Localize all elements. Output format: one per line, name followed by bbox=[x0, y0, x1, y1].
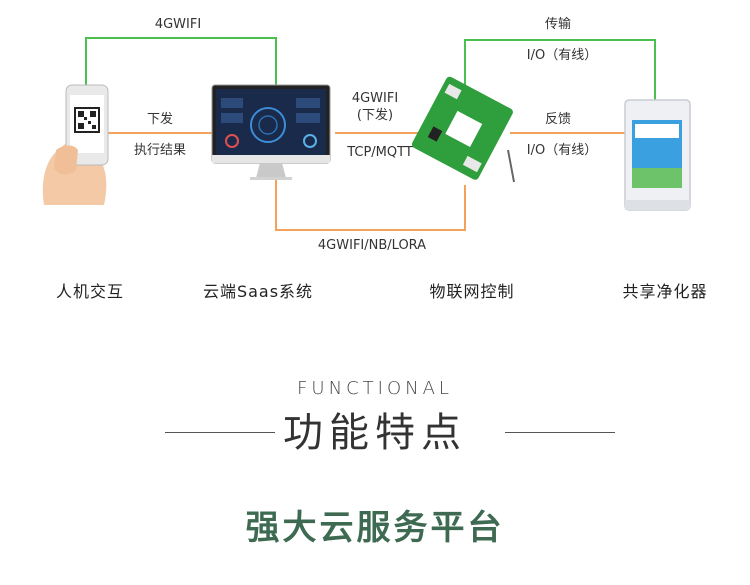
label-io-wired-top: I/O（有线） bbox=[526, 48, 598, 63]
label-top-left: 4GWIFI bbox=[154, 17, 202, 32]
link-iot-purifier-green bbox=[464, 39, 656, 100]
phone-device bbox=[42, 84, 109, 205]
label-pc-down: (下发) bbox=[356, 108, 394, 123]
label-pc-protocol: 4GWIFI bbox=[351, 91, 399, 106]
headline: 强大云服务平台 bbox=[245, 508, 505, 548]
link-cloud-iot-bottom bbox=[275, 175, 466, 231]
monitor-device bbox=[211, 84, 331, 180]
caption-human-interaction: 人机交互 bbox=[55, 282, 125, 301]
label-phone-down: 下发 bbox=[146, 112, 174, 127]
divider-right bbox=[505, 432, 615, 433]
purifier-device bbox=[624, 99, 691, 211]
section-title-zh: 功能特点 bbox=[283, 410, 467, 456]
label-transmit: 传输 bbox=[544, 17, 572, 32]
system-diagram bbox=[42, 37, 691, 231]
link-phone-cloud-green bbox=[85, 37, 277, 92]
iot-board-device bbox=[411, 76, 515, 183]
section-title-en: FUNCTIONAL bbox=[297, 378, 453, 399]
label-tcp-mqtt: TCP/MQTT bbox=[347, 145, 413, 160]
caption-cloud-saas: 云端Saas系统 bbox=[202, 282, 314, 301]
label-phone-result: 执行结果 bbox=[133, 143, 187, 158]
caption-shared-purifier: 共享净化器 bbox=[622, 282, 708, 301]
label-bottom-protocols: 4GWIFI/NB/LORA bbox=[317, 238, 427, 253]
divider-left bbox=[165, 432, 275, 433]
label-feedback: 反馈 bbox=[544, 112, 572, 127]
label-io-wired-bottom: I/O（有线） bbox=[526, 143, 598, 158]
caption-iot-control: 物联网控制 bbox=[429, 282, 515, 301]
